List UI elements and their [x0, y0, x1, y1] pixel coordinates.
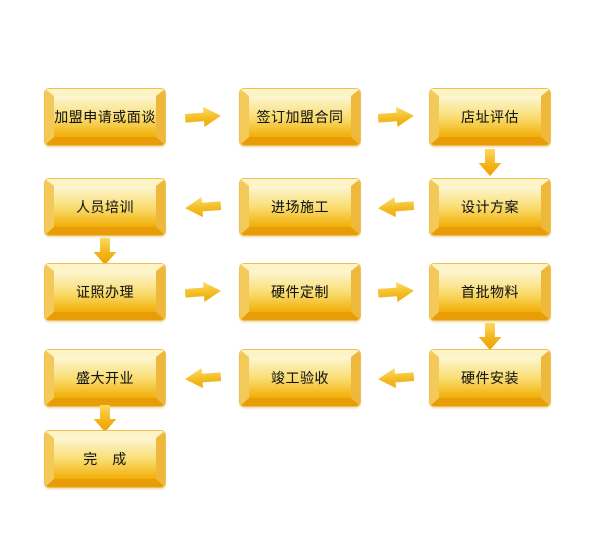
- arrow-left-icon: [184, 194, 222, 220]
- step-label: 硬件定制: [271, 283, 329, 300]
- step-design-plan: 设计方案: [430, 179, 550, 235]
- step-label: 竣工验收: [271, 369, 329, 386]
- step-label: 硬件安装: [461, 369, 519, 386]
- step-label: 盛大开业: [76, 369, 134, 386]
- step-label: 首批物料: [461, 283, 519, 300]
- arrow-left-icon: [377, 365, 415, 391]
- step-label: 签订加盟合同: [256, 108, 344, 125]
- arrow-left-icon: [184, 365, 222, 391]
- arrow-right-icon: [184, 104, 222, 130]
- step-hardware-customization: 硬件定制: [240, 264, 360, 320]
- step-sign-contract: 签订加盟合同: [240, 89, 360, 145]
- step-franchise-application: 加盟申请或面谈: [45, 89, 165, 145]
- arrow-down-icon: [478, 149, 502, 176]
- arrow-down-icon: [93, 238, 117, 265]
- step-license-processing: 证照办理: [45, 264, 165, 320]
- arrow-down-icon: [478, 323, 502, 350]
- arrow-right-icon: [377, 279, 415, 305]
- step-finish: 完 成: [45, 431, 165, 487]
- step-label: 证照办理: [76, 283, 134, 300]
- step-site-construction: 进场施工: [240, 179, 360, 235]
- arrow-left-icon: [377, 194, 415, 220]
- step-label: 进场施工: [271, 198, 329, 215]
- step-label: 加盟申请或面谈: [54, 108, 156, 125]
- step-site-evaluation: 店址评估: [430, 89, 550, 145]
- step-hardware-installation: 硬件安装: [430, 350, 550, 406]
- arrow-right-icon: [184, 279, 222, 305]
- arrow-down-icon: [93, 405, 117, 432]
- step-staff-training: 人员培训: [45, 179, 165, 235]
- step-grand-opening: 盛大开业: [45, 350, 165, 406]
- step-completion-acceptance: 竣工验收: [240, 350, 360, 406]
- step-first-batch-materials: 首批物料: [430, 264, 550, 320]
- step-label: 完 成: [83, 450, 127, 467]
- step-label: 设计方案: [461, 198, 519, 215]
- step-label: 店址评估: [461, 108, 519, 125]
- step-label: 人员培训: [76, 198, 134, 215]
- arrow-right-icon: [377, 104, 415, 130]
